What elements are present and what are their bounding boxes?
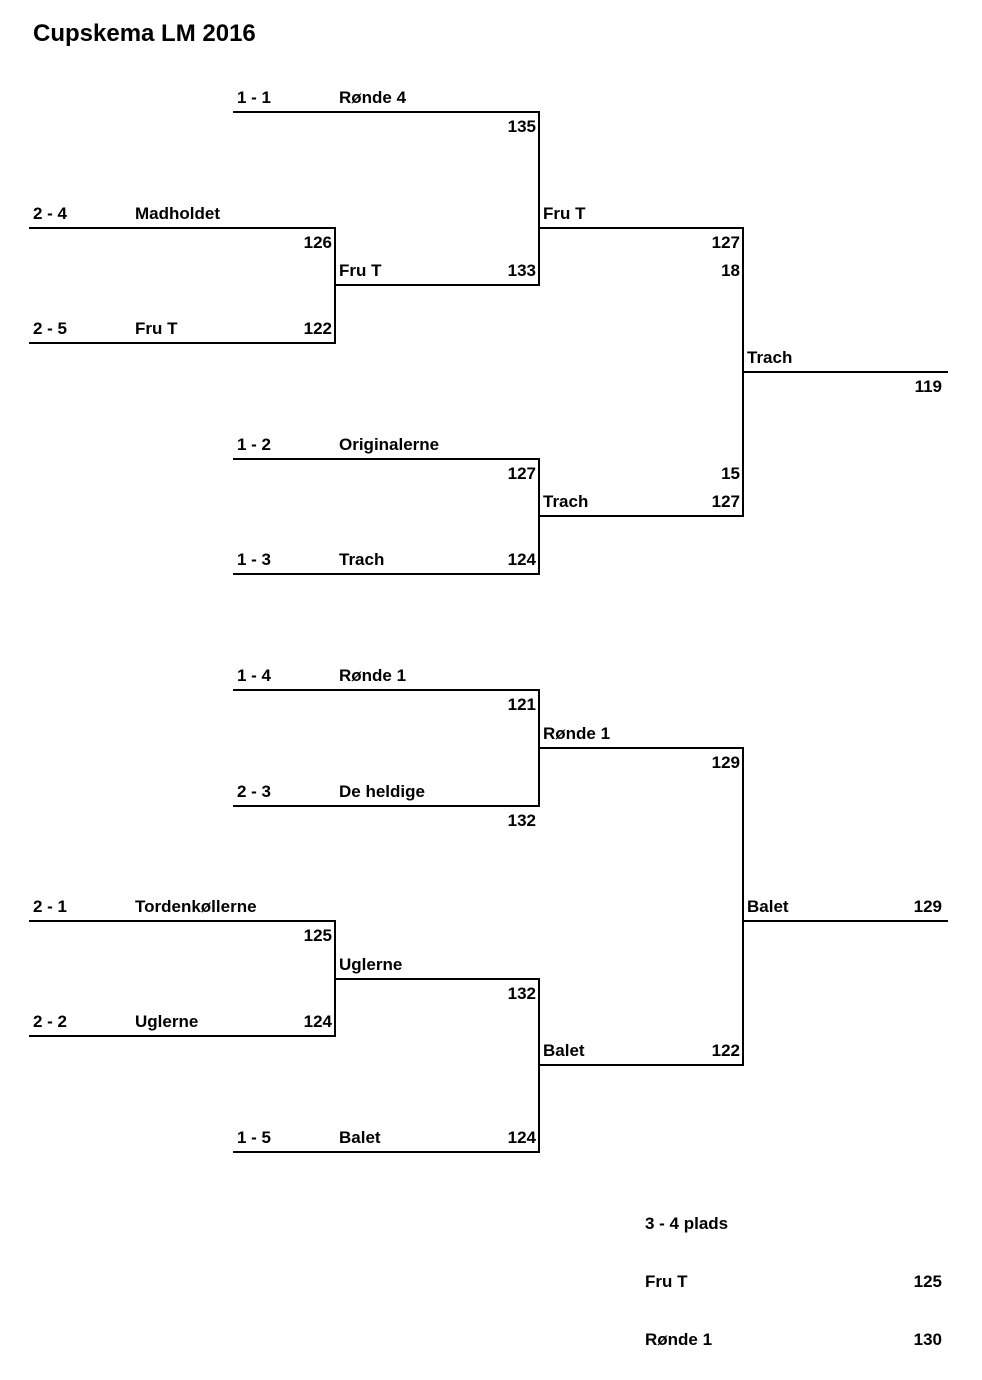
seed-label: 2 - 5: [33, 319, 68, 338]
team-name: Rønde 4: [339, 88, 407, 107]
team-name: Rønde 1: [543, 724, 611, 743]
score: 15: [721, 464, 740, 483]
team-name: Rønde 1: [645, 1330, 713, 1349]
score: 124: [507, 550, 536, 569]
bracket-line: [538, 747, 744, 749]
bracket-line: [29, 342, 336, 344]
team-name: Trach: [747, 348, 793, 367]
score: 130: [913, 1330, 942, 1349]
score: 126: [303, 233, 332, 252]
team-name: Fru T: [645, 1272, 688, 1291]
bracket-line: [334, 284, 540, 286]
score: 124: [507, 1128, 536, 1147]
bracket-line: [233, 111, 540, 113]
bracket-line: [742, 920, 948, 922]
seed-label: 1 - 1: [237, 88, 272, 107]
team-name: Trach: [543, 492, 589, 511]
score: 119: [914, 377, 942, 396]
seed-label: 2 - 4: [33, 204, 68, 223]
seed-label: 1 - 2: [237, 435, 272, 454]
seed-label: 2 - 2: [33, 1012, 68, 1031]
team-name: Trach: [339, 550, 385, 569]
team-name: De heldige: [339, 782, 425, 801]
bracket-line: [29, 1035, 336, 1037]
score: 132: [507, 984, 536, 1003]
bracket-line: [233, 805, 540, 807]
score: 122: [711, 1041, 740, 1060]
score: 122: [303, 319, 332, 338]
score: 124: [303, 1012, 332, 1031]
seed-label: 1 - 5: [237, 1128, 272, 1147]
team-name: Balet: [543, 1041, 585, 1060]
bracket-line: [334, 978, 540, 980]
score: 127: [711, 233, 740, 252]
score: 127: [711, 492, 740, 511]
seed-label: 1 - 4: [237, 666, 272, 685]
score: 129: [711, 753, 740, 772]
bracket-line: [29, 920, 336, 922]
score: 125: [303, 926, 332, 945]
seed-label: 2 - 1: [33, 897, 68, 916]
seed-label: 2 - 3: [237, 782, 272, 801]
score: 127: [507, 464, 536, 483]
bracket-line: [233, 573, 540, 575]
team-name: Originalerne: [339, 435, 440, 454]
score: 121: [507, 695, 536, 714]
bracket-line: [538, 1064, 744, 1066]
bracket-connector: [742, 747, 744, 1066]
team-name: Balet: [339, 1128, 381, 1147]
score: 125: [913, 1272, 942, 1291]
bracket-line: [233, 1151, 540, 1153]
team-name: Balet: [747, 897, 789, 916]
bracket-line: [233, 458, 540, 460]
team-name: Madholdet: [135, 204, 220, 223]
seed-label: 1 - 3: [237, 550, 272, 569]
bracket-line: [742, 371, 948, 373]
team-name: Fru T: [135, 319, 178, 338]
score: 135: [507, 117, 536, 136]
team-name: Fru T: [543, 204, 586, 223]
team-name: Tordenkøllerne: [135, 897, 257, 916]
team-name: Uglerne: [339, 955, 403, 974]
bracket-line: [538, 227, 744, 229]
bracket-line: [233, 689, 540, 691]
score: 132: [507, 811, 536, 830]
score: 129: [913, 897, 942, 916]
third-place-heading: 3 - 4 plads: [645, 1214, 729, 1233]
page-title: Cupskema LM 2016: [33, 20, 256, 47]
team-name: Uglerne: [135, 1012, 199, 1031]
bracket-line: [538, 515, 744, 517]
score: 133: [507, 261, 536, 280]
bracket-connector: [538, 111, 540, 286]
bracket-line: [29, 227, 336, 229]
team-name: Fru T: [339, 261, 382, 280]
team-name: Rønde 1: [339, 666, 407, 685]
score: 18: [721, 261, 740, 280]
